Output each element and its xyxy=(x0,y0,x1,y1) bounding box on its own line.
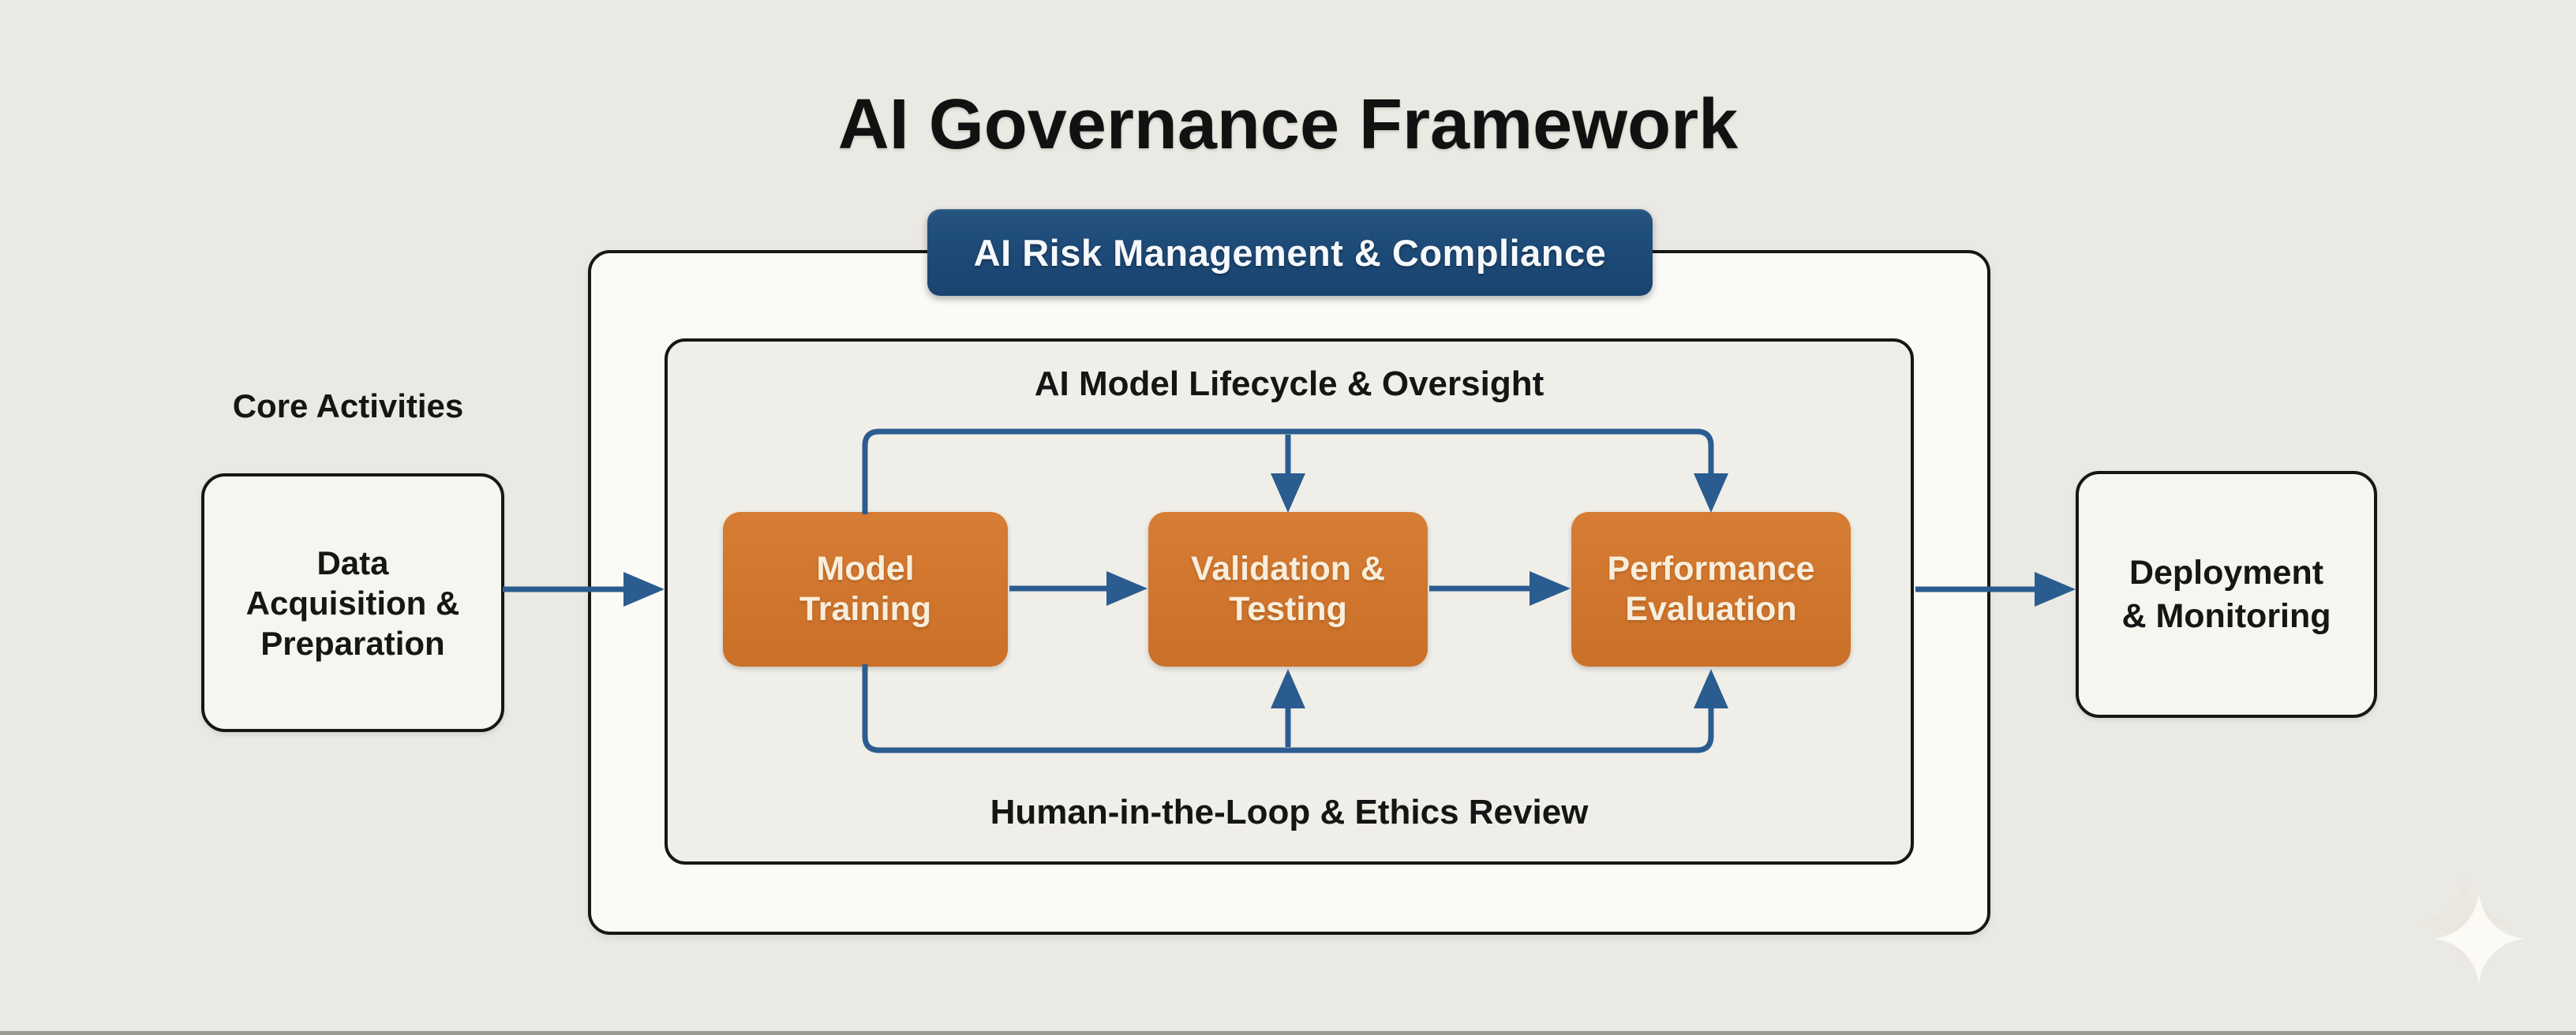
node-deployment-monitoring: Deployment & Monitoring xyxy=(2076,471,2377,718)
node-data-acquisition: Data Acquisition & Preparation xyxy=(201,473,504,732)
sparkle-main-shape xyxy=(2433,893,2525,985)
node-label-line: Model xyxy=(816,550,915,588)
node-label-line: Validation & xyxy=(1190,550,1386,588)
node-label-line: Evaluation xyxy=(1625,590,1797,628)
node-label-line: Acquisition & xyxy=(245,584,460,622)
risk-management-badge-label: AI Risk Management & Compliance xyxy=(973,231,1607,274)
node-label-line: Deployment xyxy=(2129,553,2324,592)
core-activities-heading: Core Activities xyxy=(232,387,464,424)
sparkle-logo-icon xyxy=(2418,876,2525,985)
bottom-edge-strip xyxy=(0,1031,2576,1035)
sparkle-ghost-shape xyxy=(2418,876,2510,968)
human-in-the-loop-label: Human-in-the-Loop & Ethics Review xyxy=(990,793,1589,831)
page-title: AI Governance Framework xyxy=(837,85,1739,164)
model-lifecycle-label: AI Model Lifecycle & Oversight xyxy=(1034,364,1544,403)
node-model-training: Model Training xyxy=(723,512,1008,667)
node-label-line: Preparation xyxy=(260,624,445,662)
node-label-line: Training xyxy=(799,590,932,628)
node-label-line: Performance xyxy=(1607,550,1815,588)
risk-management-badge: AI Risk Management & Compliance xyxy=(927,209,1653,296)
node-label-line: & Monitoring xyxy=(2121,596,2331,635)
node-label-line: Data xyxy=(316,544,389,581)
node-performance-evaluation: Performance Evaluation xyxy=(1571,512,1851,667)
node-validation-testing: Validation & Testing xyxy=(1148,512,1428,667)
node-label-line: Testing xyxy=(1229,590,1347,628)
